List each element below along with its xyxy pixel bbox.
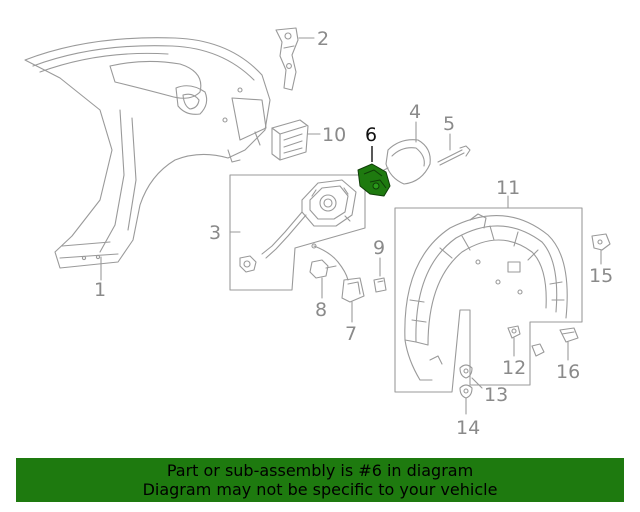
- callout-8: 8: [315, 299, 327, 321]
- part-12-fastener: [507, 325, 521, 339]
- info-banner: Part or sub-assembly is #6 in diagram Di…: [16, 458, 624, 502]
- part-9-clip: [373, 277, 387, 293]
- callout-5: 5: [443, 113, 455, 135]
- leader-line-13: [471, 377, 483, 389]
- part-7-actuator: [311, 243, 365, 303]
- part-1-quarter-panel: [24, 37, 271, 269]
- callout-14: 14: [456, 417, 480, 439]
- part-11-clip: [531, 343, 545, 357]
- callout-3: 3: [209, 222, 221, 244]
- part-16-grommet: [559, 327, 579, 343]
- part-10-module: [271, 119, 309, 161]
- callout-10: 10: [322, 124, 346, 146]
- group-box-11: [394, 207, 583, 393]
- part-14-clip: [459, 384, 473, 399]
- part-11-wheel-liner: [404, 213, 568, 381]
- part-15-clip: [591, 233, 611, 251]
- part-5-bolt: [437, 145, 471, 166]
- callout-2: 2: [317, 28, 329, 50]
- part-13-clip: [459, 364, 473, 379]
- callout-13: 13: [484, 384, 508, 406]
- callout-6: 6: [365, 124, 377, 146]
- callout-7: 7: [345, 323, 357, 345]
- callout-15: 15: [589, 265, 613, 287]
- callout-16: 16: [556, 361, 580, 383]
- part-3-fuel-lid-housing: [239, 179, 357, 273]
- banner-line-2: Diagram may not be specific to your vehi…: [142, 480, 498, 499]
- callout-11: 11: [496, 177, 520, 199]
- part-6-highlighted: [357, 163, 391, 197]
- part-2-bracket: [275, 27, 299, 91]
- callout-4: 4: [409, 101, 421, 123]
- callout-9: 9: [373, 237, 385, 259]
- callout-12: 12: [502, 357, 526, 379]
- callout-1: 1: [94, 279, 106, 301]
- banner-line-1: Part or sub-assembly is #6 in diagram: [166, 461, 474, 480]
- part-8-connector: [309, 259, 337, 279]
